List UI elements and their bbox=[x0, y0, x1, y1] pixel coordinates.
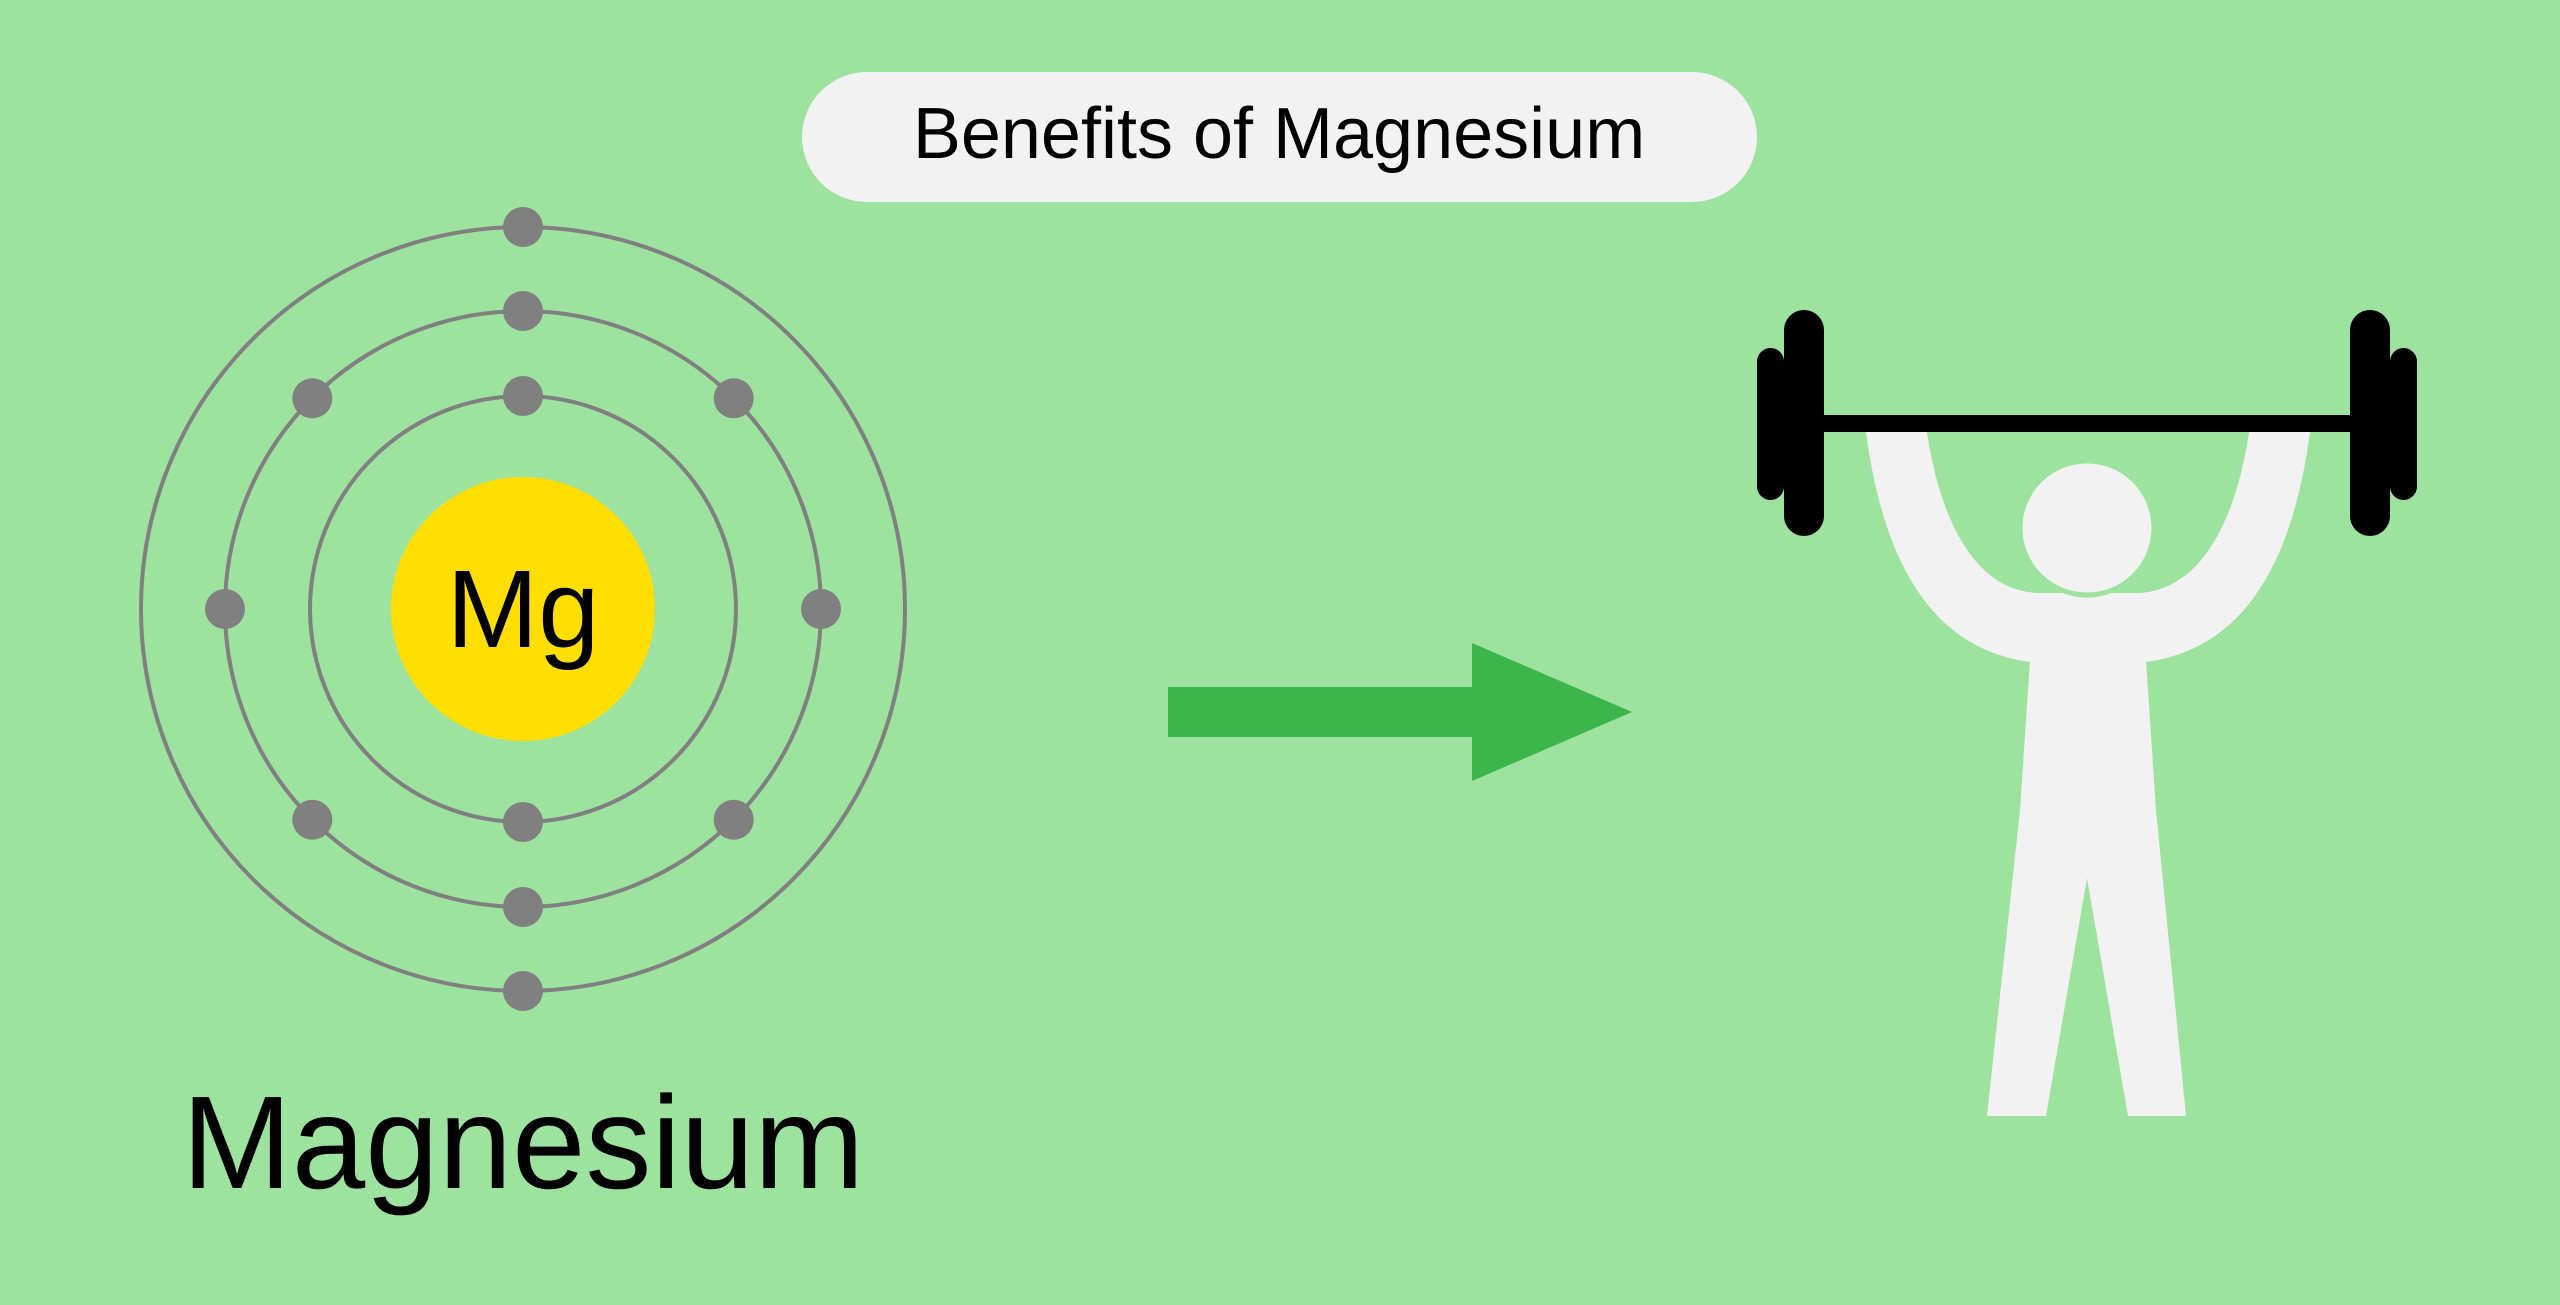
electron-shell-2 bbox=[503, 887, 543, 927]
electron-shell-2 bbox=[292, 378, 333, 419]
electron-shell-2 bbox=[503, 291, 543, 331]
left-outer-plate bbox=[1757, 348, 1784, 500]
electrons-group bbox=[205, 207, 841, 1011]
electron-shell-3 bbox=[503, 971, 543, 1011]
head bbox=[2017, 458, 2157, 598]
right-outer-plate bbox=[2390, 348, 2417, 500]
electron-shell-3 bbox=[503, 207, 543, 247]
electron-shell-2 bbox=[205, 589, 245, 629]
barbell-bar bbox=[1800, 415, 2360, 432]
title-badge-pill bbox=[802, 72, 1757, 202]
right-inner-plate bbox=[2350, 310, 2390, 536]
weightlifter-icon bbox=[1757, 310, 2417, 1116]
element-name: Magnesium bbox=[182, 1069, 864, 1216]
torso-and-legs bbox=[1987, 593, 2186, 1116]
element-symbol: Mg bbox=[447, 548, 600, 671]
barbell bbox=[1757, 310, 2417, 536]
electron-shell-1 bbox=[503, 376, 543, 416]
electron-shell-1 bbox=[503, 802, 543, 842]
title-badge: Benefits of Magnesium bbox=[802, 72, 1757, 202]
bohr-atom-diagram: Mg bbox=[139, 207, 907, 1011]
right-arm bbox=[2116, 432, 2310, 663]
left-inner-plate bbox=[1784, 310, 1824, 536]
left-arm bbox=[1866, 432, 2060, 663]
right-arrow-icon bbox=[1168, 643, 1632, 781]
electron-shell-2 bbox=[292, 799, 333, 840]
electron-shell-2 bbox=[713, 799, 754, 840]
nucleus bbox=[391, 477, 655, 741]
person-figure bbox=[1866, 432, 2310, 1116]
page-title: Benefits of Magnesium bbox=[913, 94, 1645, 174]
electron-shell-2 bbox=[801, 589, 841, 629]
electron-shell-2 bbox=[713, 378, 754, 419]
